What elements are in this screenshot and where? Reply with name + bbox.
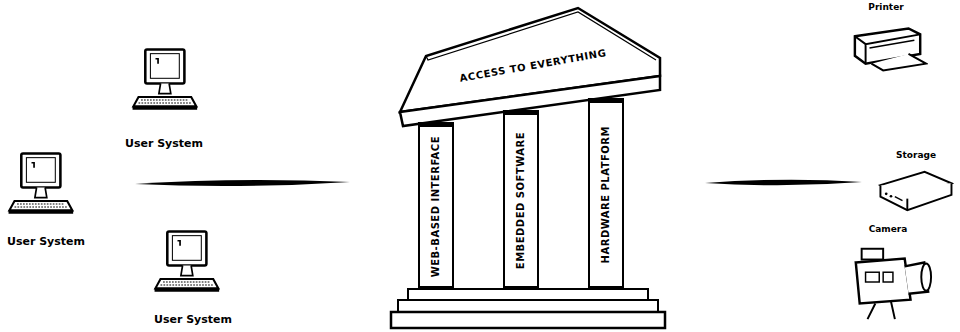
link-swoosh <box>135 180 350 186</box>
node-label: User System <box>112 137 216 150</box>
user-system-node: User System <box>0 140 92 248</box>
camera-node: Camera <box>838 224 938 328</box>
pillar-label: EMBEDDED SOFTWARE <box>515 132 527 269</box>
node-label: Camera <box>838 224 938 234</box>
device-icon <box>130 36 198 124</box>
device-icon <box>856 249 931 319</box>
device-icon <box>855 29 926 71</box>
device-icon <box>9 153 74 213</box>
temple-node: ACCESS TO EVERYTHINGWEB-BASED INTERFACEE… <box>388 0 668 332</box>
user-system-node: User System <box>138 220 248 326</box>
device-icon <box>6 140 74 228</box>
node-label: Storage <box>872 150 960 160</box>
user-system-node: User System <box>112 36 216 150</box>
device-icon <box>152 220 220 304</box>
printer-node: Printer <box>838 2 934 86</box>
pillar-column: EMBEDDED SOFTWARE <box>503 110 539 290</box>
device-icon <box>850 24 928 74</box>
device-icon <box>876 166 954 214</box>
storage-node: Storage <box>872 150 960 214</box>
pillar-label: HARDWARE PLATFORM <box>600 126 612 263</box>
node-label: Printer <box>838 2 934 12</box>
pillar-column: WEB-BASED INTERFACE <box>418 122 454 290</box>
device-icon <box>880 172 951 210</box>
node-label: User System <box>138 313 248 326</box>
node-label: User System <box>0 235 92 248</box>
pillar-label: WEB-BASED INTERFACE <box>430 136 442 277</box>
link-swoosh <box>705 180 862 186</box>
device-icon <box>846 242 934 322</box>
device-icon <box>155 231 220 291</box>
pillar-column: HARDWARE PLATFORM <box>588 98 624 290</box>
device-icon <box>133 49 198 109</box>
temple-outline <box>391 8 665 328</box>
